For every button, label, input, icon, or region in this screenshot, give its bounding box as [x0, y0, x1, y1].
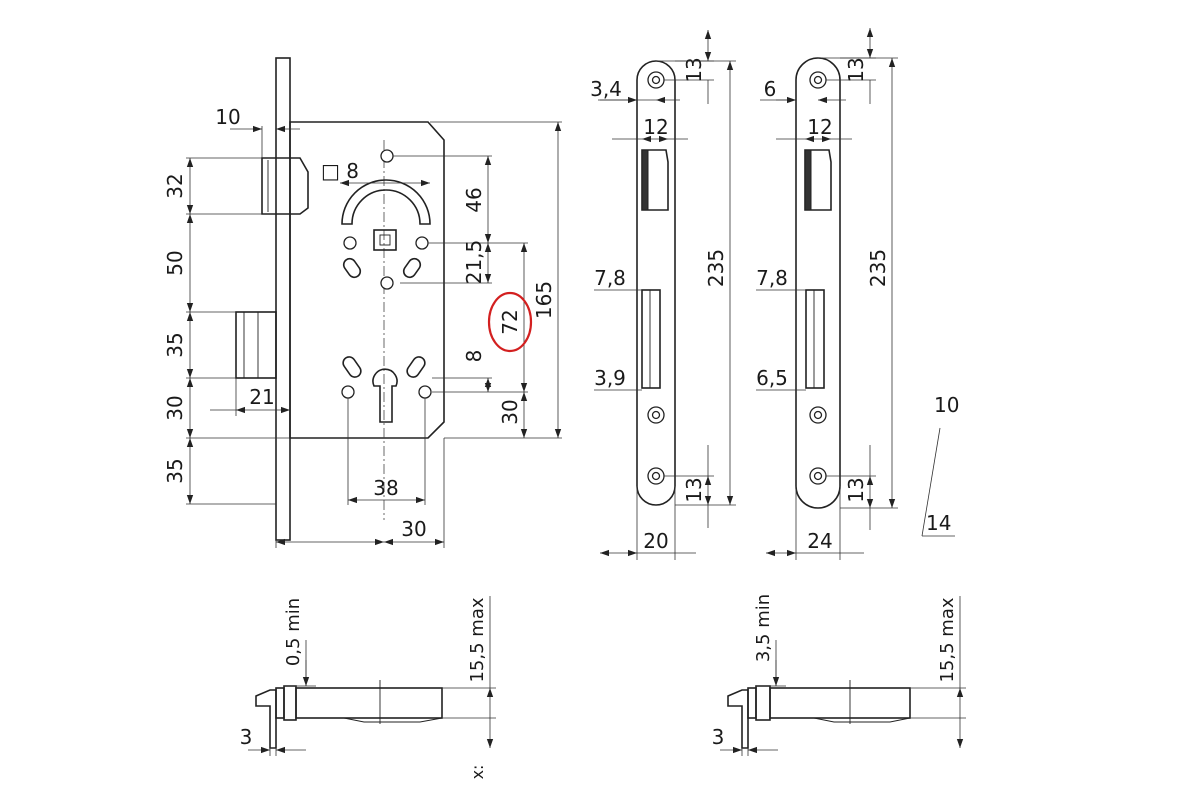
side-2-lip — [727, 689, 749, 749]
cylinder-cutout — [372, 368, 398, 423]
centre-distance-highlight — [487, 291, 533, 353]
side1-max-depth: 15,5 max — [467, 597, 488, 682]
latch-bolt — [261, 157, 309, 215]
dim-bolt-throw: 21 — [249, 385, 274, 409]
side-view-2: 3,5 min 15,5 max 3 — [712, 594, 966, 756]
lock-faceplate — [275, 57, 291, 541]
spindle-hole-right — [415, 236, 429, 250]
side2-min-clearance: 3,5 min — [753, 594, 774, 662]
side-1-lip — [255, 689, 277, 749]
side1-note: x: — [468, 765, 487, 780]
dim-latch-height: 32 — [163, 173, 187, 198]
fp1-width: 20 — [643, 529, 668, 553]
fp2-bolt-top: 7,8 — [756, 266, 788, 290]
fp1-bolt-bottom: 3,9 — [594, 366, 626, 390]
partial-bottom: 14 — [926, 511, 951, 535]
dim-body-height: 165 — [532, 281, 556, 319]
fp2-bolt-bottom: 6,5 — [756, 366, 788, 390]
partial-view: 10 14 — [921, 393, 959, 537]
fp1-edge-offset: 3,4 — [590, 77, 622, 101]
dim-bottom-extension: 35 — [163, 458, 187, 483]
dim-cylinder-offset: 8 — [462, 350, 486, 363]
faceplate-view-2: 6 12 7,8 6,5 13 235 13 24 — [756, 28, 898, 560]
fp2-top-hole: 13 — [844, 57, 868, 82]
fp1-length: 235 — [704, 249, 728, 287]
fp2-latch-width: 12 — [807, 115, 832, 139]
spindle-square — [373, 229, 397, 251]
spindle-hole-left — [343, 236, 357, 250]
dim-spindle-top: 46 — [462, 187, 486, 212]
fp1-top-hole: 13 — [682, 57, 706, 82]
cylinder-hole-right — [418, 385, 432, 399]
fp2-bottom-hole: 13 — [844, 477, 868, 502]
dim-spindle-square: □ 8 — [321, 159, 359, 183]
side-view-1: 0,5 min 15,5 max x: 3 — [240, 596, 496, 779]
side1-lip: 3 — [240, 725, 253, 749]
partial-top: 10 — [934, 393, 959, 417]
cylinder-hole-left — [341, 385, 355, 399]
dim-spindle-offset: 21,5 — [462, 240, 486, 285]
fp2-edge-offset: 6 — [764, 77, 777, 101]
side2-lip: 3 — [712, 725, 725, 749]
dim-backset-end: 30 — [401, 517, 426, 541]
fp1-bottom-hole: 13 — [682, 477, 706, 502]
fixing-hole-top — [380, 149, 394, 163]
fp1-latch-width: 12 — [643, 115, 668, 139]
dim-faceplate-thickness: 10 — [215, 105, 240, 129]
dim-bolt-height: 35 — [163, 332, 187, 357]
dead-bolt — [235, 311, 277, 379]
dim-bolt-to-bottom: 30 — [163, 395, 187, 420]
fp2-length: 235 — [866, 249, 890, 287]
faceplate-view-1: 3,4 12 7,8 3,9 13 235 13 20 — [590, 30, 736, 560]
side2-max-depth: 15,5 max — [937, 597, 958, 682]
follower-arc — [341, 179, 431, 225]
lock-body-view: 32 50 35 30 35 10 21 □ 8 46 21,5 7 — [163, 57, 562, 548]
fp2-width: 24 — [807, 529, 832, 553]
dim-latch-to-bolt: 50 — [163, 250, 187, 275]
side1-min-clearance: 0,5 min — [283, 598, 304, 666]
fp1-bolt-top: 7,8 — [594, 266, 626, 290]
dim-hole-spacing: 38 — [373, 476, 398, 500]
dim-centre-distance: 72 — [498, 309, 522, 334]
dim-cylinder-bottom: 30 — [498, 399, 522, 424]
